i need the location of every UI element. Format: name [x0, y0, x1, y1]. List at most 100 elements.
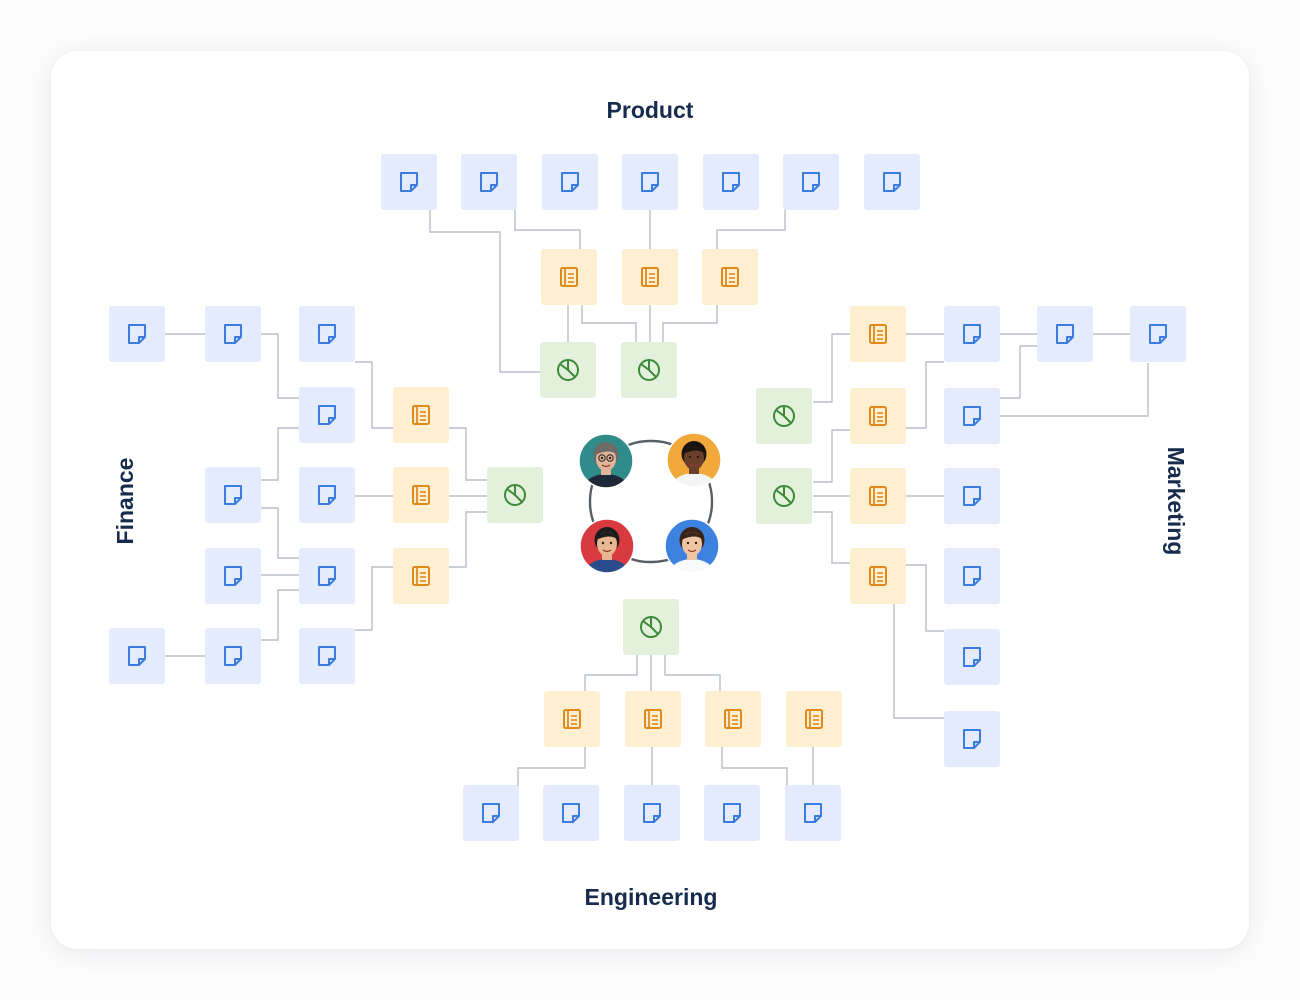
page-icon: [224, 324, 242, 344]
connector-line: [429, 208, 540, 373]
page-tile: [205, 467, 261, 523]
notebook-icon: [721, 267, 739, 287]
connector-line: [260, 589, 300, 641]
connector-line: [449, 427, 487, 481]
notebook-icon: [412, 485, 430, 505]
notebook-tile: [544, 691, 600, 747]
page-icon: [643, 803, 661, 823]
connector-line: [813, 429, 850, 483]
page-icon: [804, 803, 822, 823]
page-icon: [318, 646, 336, 666]
connector-line: [355, 566, 393, 631]
connector-line: [1000, 363, 1149, 417]
page-tile: [622, 154, 678, 210]
page-icon: [224, 485, 242, 505]
team-ring-outline: [588, 439, 714, 564]
notebook-tile: [625, 691, 681, 747]
notebook-tile: [393, 548, 449, 604]
page-icon: [722, 172, 740, 192]
page-tile: [1130, 306, 1186, 362]
page-tile: [463, 785, 519, 841]
pie-chart-icon: [773, 485, 795, 507]
avatar-man-red: [579, 518, 635, 574]
page-icon: [963, 406, 981, 426]
page-tile: [381, 154, 437, 210]
page-tile: [944, 548, 1000, 604]
page-icon: [318, 324, 336, 344]
chart-tile: [487, 467, 543, 523]
avatar-woman-yellow: [666, 432, 722, 488]
page-icon: [224, 646, 242, 666]
page-icon: [1056, 324, 1074, 344]
notebook-icon: [869, 566, 887, 586]
notebook-tile: [393, 387, 449, 443]
page-icon: [318, 485, 336, 505]
notebook-icon: [644, 709, 662, 729]
page-tile: [864, 154, 920, 210]
page-icon: [1149, 324, 1167, 344]
team-ring: [588, 439, 714, 564]
notebook-icon: [869, 406, 887, 426]
notebook-icon: [805, 709, 823, 729]
avatar-woman-blue: [664, 518, 720, 574]
finance-label: Finance: [112, 458, 138, 545]
connector-line: [449, 511, 487, 568]
content-tiles: [109, 154, 1186, 841]
notebook-icon: [869, 324, 887, 344]
page-icon: [128, 324, 146, 344]
page-tile: [944, 306, 1000, 362]
page-tile: [299, 548, 355, 604]
page-icon: [963, 729, 981, 749]
chart-tile: [756, 388, 812, 444]
page-tile: [785, 785, 841, 841]
connector-line: [716, 208, 786, 250]
page-icon: [802, 172, 820, 192]
page-tile: [624, 785, 680, 841]
notebook-tile: [850, 388, 906, 444]
chart-tile: [621, 342, 677, 398]
page-tile: [461, 154, 517, 210]
chart-tile: [756, 468, 812, 524]
connector-line: [906, 564, 944, 632]
connector-line: [260, 427, 300, 481]
page-tile: [299, 306, 355, 362]
page-tile: [109, 306, 165, 362]
notebook-icon: [412, 405, 430, 425]
marketing-label: Marketing: [1163, 447, 1189, 556]
page-icon: [400, 172, 418, 192]
notebook-tile: [850, 548, 906, 604]
notebook-tile: [850, 468, 906, 524]
pie-chart-icon: [638, 359, 660, 381]
notebook-tile: [622, 249, 678, 305]
page-icon: [963, 566, 981, 586]
connector-line: [906, 361, 944, 429]
page-icon: [480, 172, 498, 192]
page-icon: [562, 803, 580, 823]
connector-line: [517, 747, 586, 786]
notebook-tile: [541, 249, 597, 305]
page-icon: [641, 172, 659, 192]
page-icon: [723, 803, 741, 823]
connector-line: [581, 303, 637, 343]
pie-chart-icon: [640, 616, 662, 638]
page-tile: [299, 467, 355, 523]
team-avatars: [578, 432, 722, 574]
page-tile: [944, 388, 1000, 444]
notebook-tile: [705, 691, 761, 747]
chart-tile: [540, 342, 596, 398]
connector-line: [260, 507, 300, 559]
page-icon: [883, 172, 901, 192]
page-tile: [944, 468, 1000, 524]
page-icon: [482, 803, 500, 823]
connector-line: [260, 333, 300, 399]
connector-line: [721, 747, 788, 786]
connector-line: [1000, 345, 1037, 399]
notebook-icon: [869, 486, 887, 506]
connector-line: [813, 333, 850, 403]
page-tile: [299, 387, 355, 443]
page-tile: [205, 628, 261, 684]
connector-line: [664, 655, 721, 692]
pie-chart-icon: [773, 405, 795, 427]
page-tile: [783, 154, 839, 210]
connector-line: [662, 303, 718, 343]
